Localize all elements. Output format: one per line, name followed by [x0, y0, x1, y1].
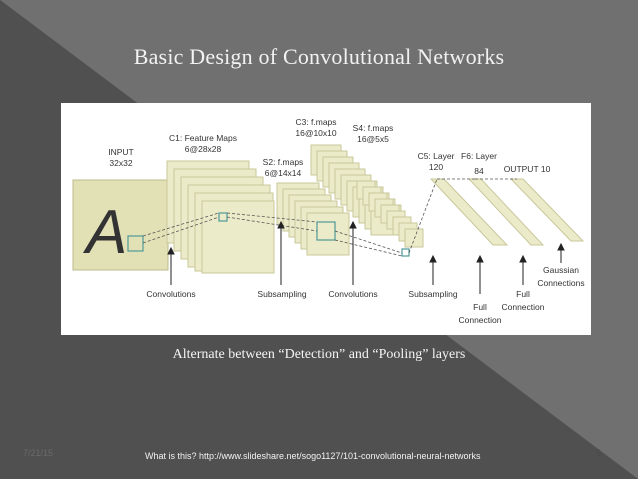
op-subsampling-1: Subsampling — [257, 289, 306, 299]
op-subsampling-2: Subsampling — [408, 289, 457, 299]
op-gaussian-a: Gaussian — [543, 265, 579, 275]
c3-size: 16@10x10 — [295, 128, 337, 138]
f6-label: F6: Layer — [461, 151, 497, 161]
s4-label: S4: f.maps — [353, 123, 394, 133]
input-glyph: A — [82, 198, 127, 267]
c5-layer — [429, 178, 509, 246]
input-size: 32x32 — [109, 158, 132, 168]
op-full-connection-2-b: Connection — [501, 302, 544, 312]
s4-size: 16@5x5 — [357, 134, 389, 144]
input-receptive-field — [127, 235, 144, 252]
op-full-connection-1-a: Full — [473, 302, 487, 312]
s2-size: 6@14x14 — [265, 168, 302, 178]
s2-label: S2: f.maps — [263, 157, 304, 167]
c5-size: 120 — [429, 162, 443, 172]
slide-caption: Alternate between “Detection” and “Pooli… — [172, 347, 466, 362]
c3-label: C3: f.maps — [295, 117, 336, 127]
c1-size: 6@28x28 — [185, 144, 222, 154]
c5-label: C5: Layer — [418, 151, 455, 161]
f6-size: 84 — [474, 166, 484, 176]
output-label: OUTPUT 10 — [504, 164, 551, 174]
op-convolutions-2: Convolutions — [328, 289, 377, 299]
op-full-connection-1-b: Connection — [458, 315, 501, 325]
footer-date: 7/21/15 — [23, 448, 54, 458]
footer-source-link[interactable]: What is this? http://www.slideshare.net/… — [145, 451, 481, 461]
op-gaussian-b: Connections — [537, 278, 584, 288]
op-full-connection-2-a: Full — [516, 289, 530, 299]
cnn-architecture-diagram: A — [61, 103, 591, 335]
slide-title: Basic Design of Convolutional Networks — [133, 44, 505, 69]
output-layer — [509, 178, 585, 242]
c1-feature-maps — [166, 160, 275, 274]
op-convolutions-1: Convolutions — [146, 289, 195, 299]
s4-feature-maps — [356, 180, 424, 257]
page-number: 5 — [596, 448, 602, 458]
connection-lines — [142, 178, 517, 257]
operation-arrows — [167, 220, 565, 294]
input-image — [72, 179, 169, 271]
c1-label: C1: Feature Maps — [169, 133, 237, 143]
input-label: INPUT — [108, 147, 134, 157]
